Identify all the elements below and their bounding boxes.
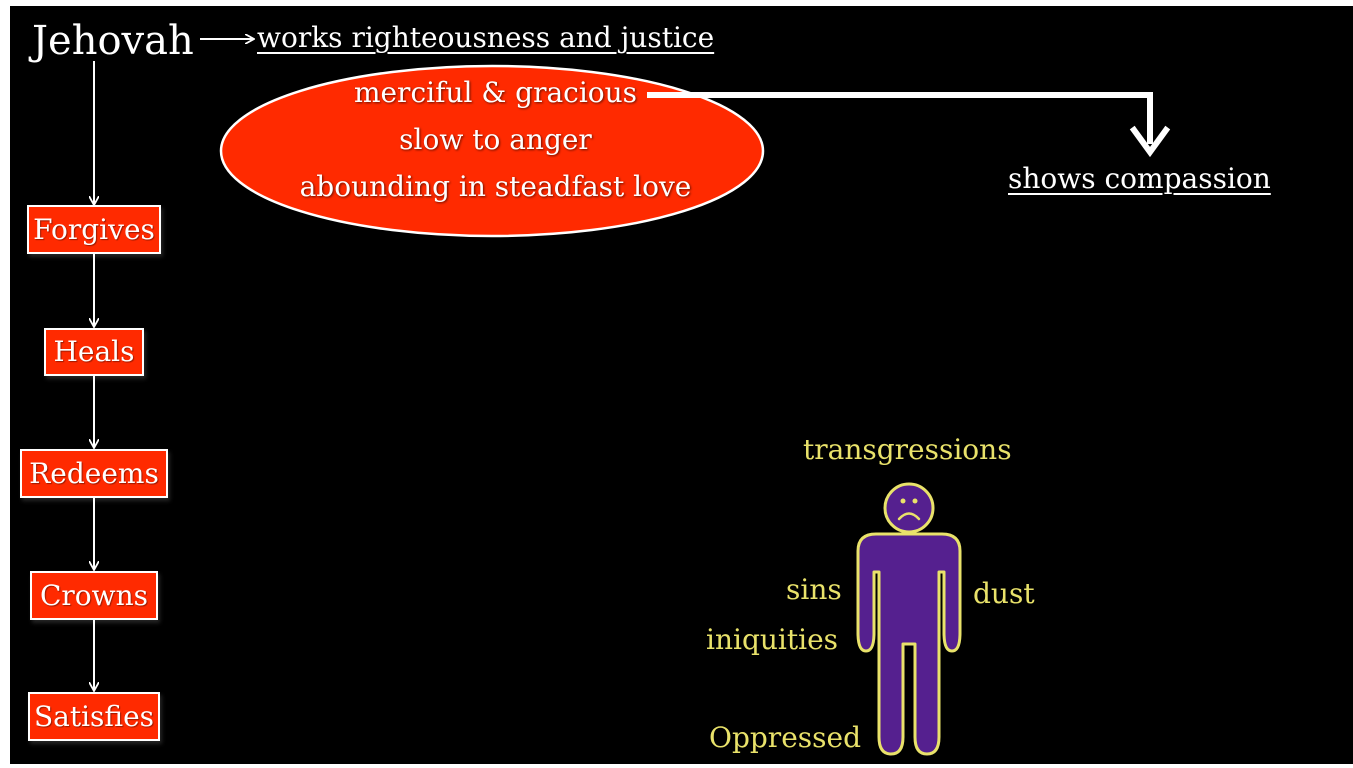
box-crowns: Crowns [30,571,158,620]
box-satisfies: Satisfies [28,692,160,741]
connector-to-compassion [647,92,1153,144]
diagram-graphics [10,6,1171,756]
works-label: works righteousness and justice [257,21,715,54]
attribute-line-3: abounding in steadfast love [299,170,692,203]
attributes-ellipse [219,64,765,238]
shows-compassion-label: shows compassion [1008,162,1271,195]
box-redeems: Redeems [20,449,168,498]
box-forgives: Forgives [27,205,161,254]
label-iniquities: iniquities [706,623,839,656]
slide-canvas: Jehovah works righteousness and justice … [10,6,1353,764]
person-body [856,532,962,756]
label-sins: sins [786,573,842,606]
label-transgressions: transgressions [803,433,1012,466]
title-jehovah: Jehovah [32,18,194,64]
label-dust: dust [973,577,1035,610]
attribute-line-1: merciful & gracious [353,76,638,109]
label-oppressed: Oppressed [709,721,861,754]
arrow-head-compassion [1129,125,1171,158]
sad-face-icon [883,482,935,534]
box-heals: Heals [44,328,144,376]
person-figure [856,482,962,756]
attribute-line-2: slow to anger [399,123,592,156]
